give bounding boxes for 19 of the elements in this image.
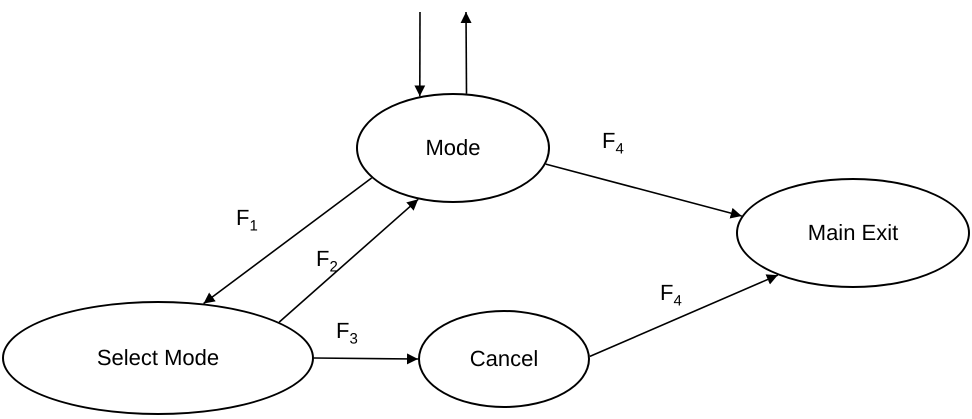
edge-label: F$_{4}$ bbox=[602, 128, 624, 158]
state-label: Mode bbox=[425, 135, 481, 161]
state-ellipse bbox=[356, 93, 550, 203]
arrow bbox=[414, 12, 426, 96]
arrow bbox=[203, 177, 372, 304]
state-label: Main Exit bbox=[808, 220, 898, 246]
edge-label: F$_{3}$ bbox=[336, 318, 358, 348]
arrow bbox=[460, 12, 472, 94]
arrow bbox=[278, 198, 419, 323]
state-label: Cancel bbox=[470, 346, 538, 372]
edge-label: F$_{2}$ bbox=[316, 246, 338, 276]
state-ellipse bbox=[736, 178, 970, 288]
arrow bbox=[546, 163, 742, 218]
edge-label: F$_{4}$ bbox=[660, 280, 682, 310]
state-ellipse bbox=[2, 301, 314, 415]
state-ellipse bbox=[418, 310, 590, 408]
state-label: Select Mode bbox=[96, 345, 220, 371]
arrow bbox=[590, 274, 778, 358]
edge-label: F$_{1}$ bbox=[236, 205, 258, 234]
